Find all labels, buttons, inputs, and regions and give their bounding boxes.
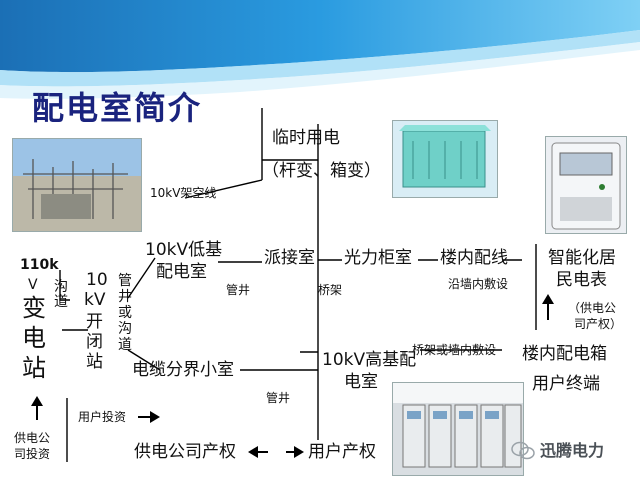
wall-laying-label-1: 沿墙内敷设	[448, 277, 509, 291]
user-property-label: 用户产权	[308, 442, 376, 462]
user-terminal-label: 用户终端	[532, 374, 600, 394]
high-base-room-line2: 电室	[344, 372, 378, 392]
temp-power-sub: （杆变、箱变）	[262, 161, 381, 181]
switch-station-top: 10	[86, 270, 108, 290]
box-transformer-photo	[392, 120, 498, 198]
pipe-well-char-4: 沟	[118, 321, 132, 337]
optical-cabinet-label: 光力柜室	[344, 248, 412, 268]
smart-meter-photo	[545, 136, 627, 234]
building-wiring-label: 楼内配线	[440, 248, 508, 268]
substation-voltage: 110k	[20, 257, 59, 273]
smart-meter-line1: 智能化居	[548, 248, 616, 268]
dispatch-room-label: 派接室	[264, 248, 315, 268]
user-investment-label: 用户投资	[78, 410, 127, 424]
supply-investment-line2: 司投资	[14, 447, 51, 461]
supply-property-line2: 司产权）	[574, 317, 623, 331]
substation-char-2: 电	[22, 324, 46, 352]
pipe-well-char-1: 管	[118, 273, 132, 289]
bridge-or-wall-label: 桥架或墙内敷设	[412, 343, 497, 357]
channel-label-1: 沟道	[54, 279, 68, 311]
line-sub-channel	[59, 270, 70, 301]
pipe-well-char-3: 或	[118, 305, 132, 321]
switch-station-char-3: 站	[86, 352, 103, 372]
switch-station-char-1: 开	[86, 312, 103, 332]
switch-station-unit: kV	[84, 290, 106, 310]
high-base-room-line1: 10kV高基配	[322, 350, 417, 370]
smart-meter-line2: 民电表	[556, 270, 607, 290]
substation-char-1: 变	[22, 294, 46, 322]
watermark-text: 迅腾电力	[540, 441, 605, 460]
temp-power-label: 临时用电	[272, 128, 340, 148]
pipe-well-label-2: 管井	[266, 391, 291, 405]
line-switch-cable	[127, 349, 161, 371]
bridge-rack-label: 桥架	[318, 283, 343, 297]
page-title: 配电室简介	[32, 89, 203, 127]
supply-investment-line1: 供电公	[14, 431, 51, 445]
overhead-line-label: 10kV架空线	[150, 186, 217, 200]
low-base-room-line2: 配电室	[156, 262, 207, 282]
line-overhead	[184, 179, 263, 199]
building-box-label: 楼内配电箱	[522, 344, 607, 364]
pipe-well-char-5: 道	[118, 337, 132, 353]
low-base-room-line1: 10kV低基	[145, 240, 223, 260]
line-switch-low	[127, 257, 156, 299]
wechat-logo-icon	[510, 440, 536, 462]
header-wave-band	[0, 0, 640, 99]
substation-char-3: 站	[22, 354, 46, 382]
cable-room-label: 电缆分界小室	[132, 360, 234, 380]
company-property-label: 供电公司产权	[134, 442, 236, 462]
substation-unit: V	[28, 277, 38, 293]
pipe-well-label-1: 管井	[226, 283, 251, 297]
switchgear-photo	[392, 382, 524, 476]
pipe-well-char-2: 井	[118, 289, 132, 305]
substation-photo	[12, 138, 142, 232]
supply-property-line1: （供电公	[568, 301, 617, 315]
switch-station-char-2: 闭	[86, 332, 103, 352]
